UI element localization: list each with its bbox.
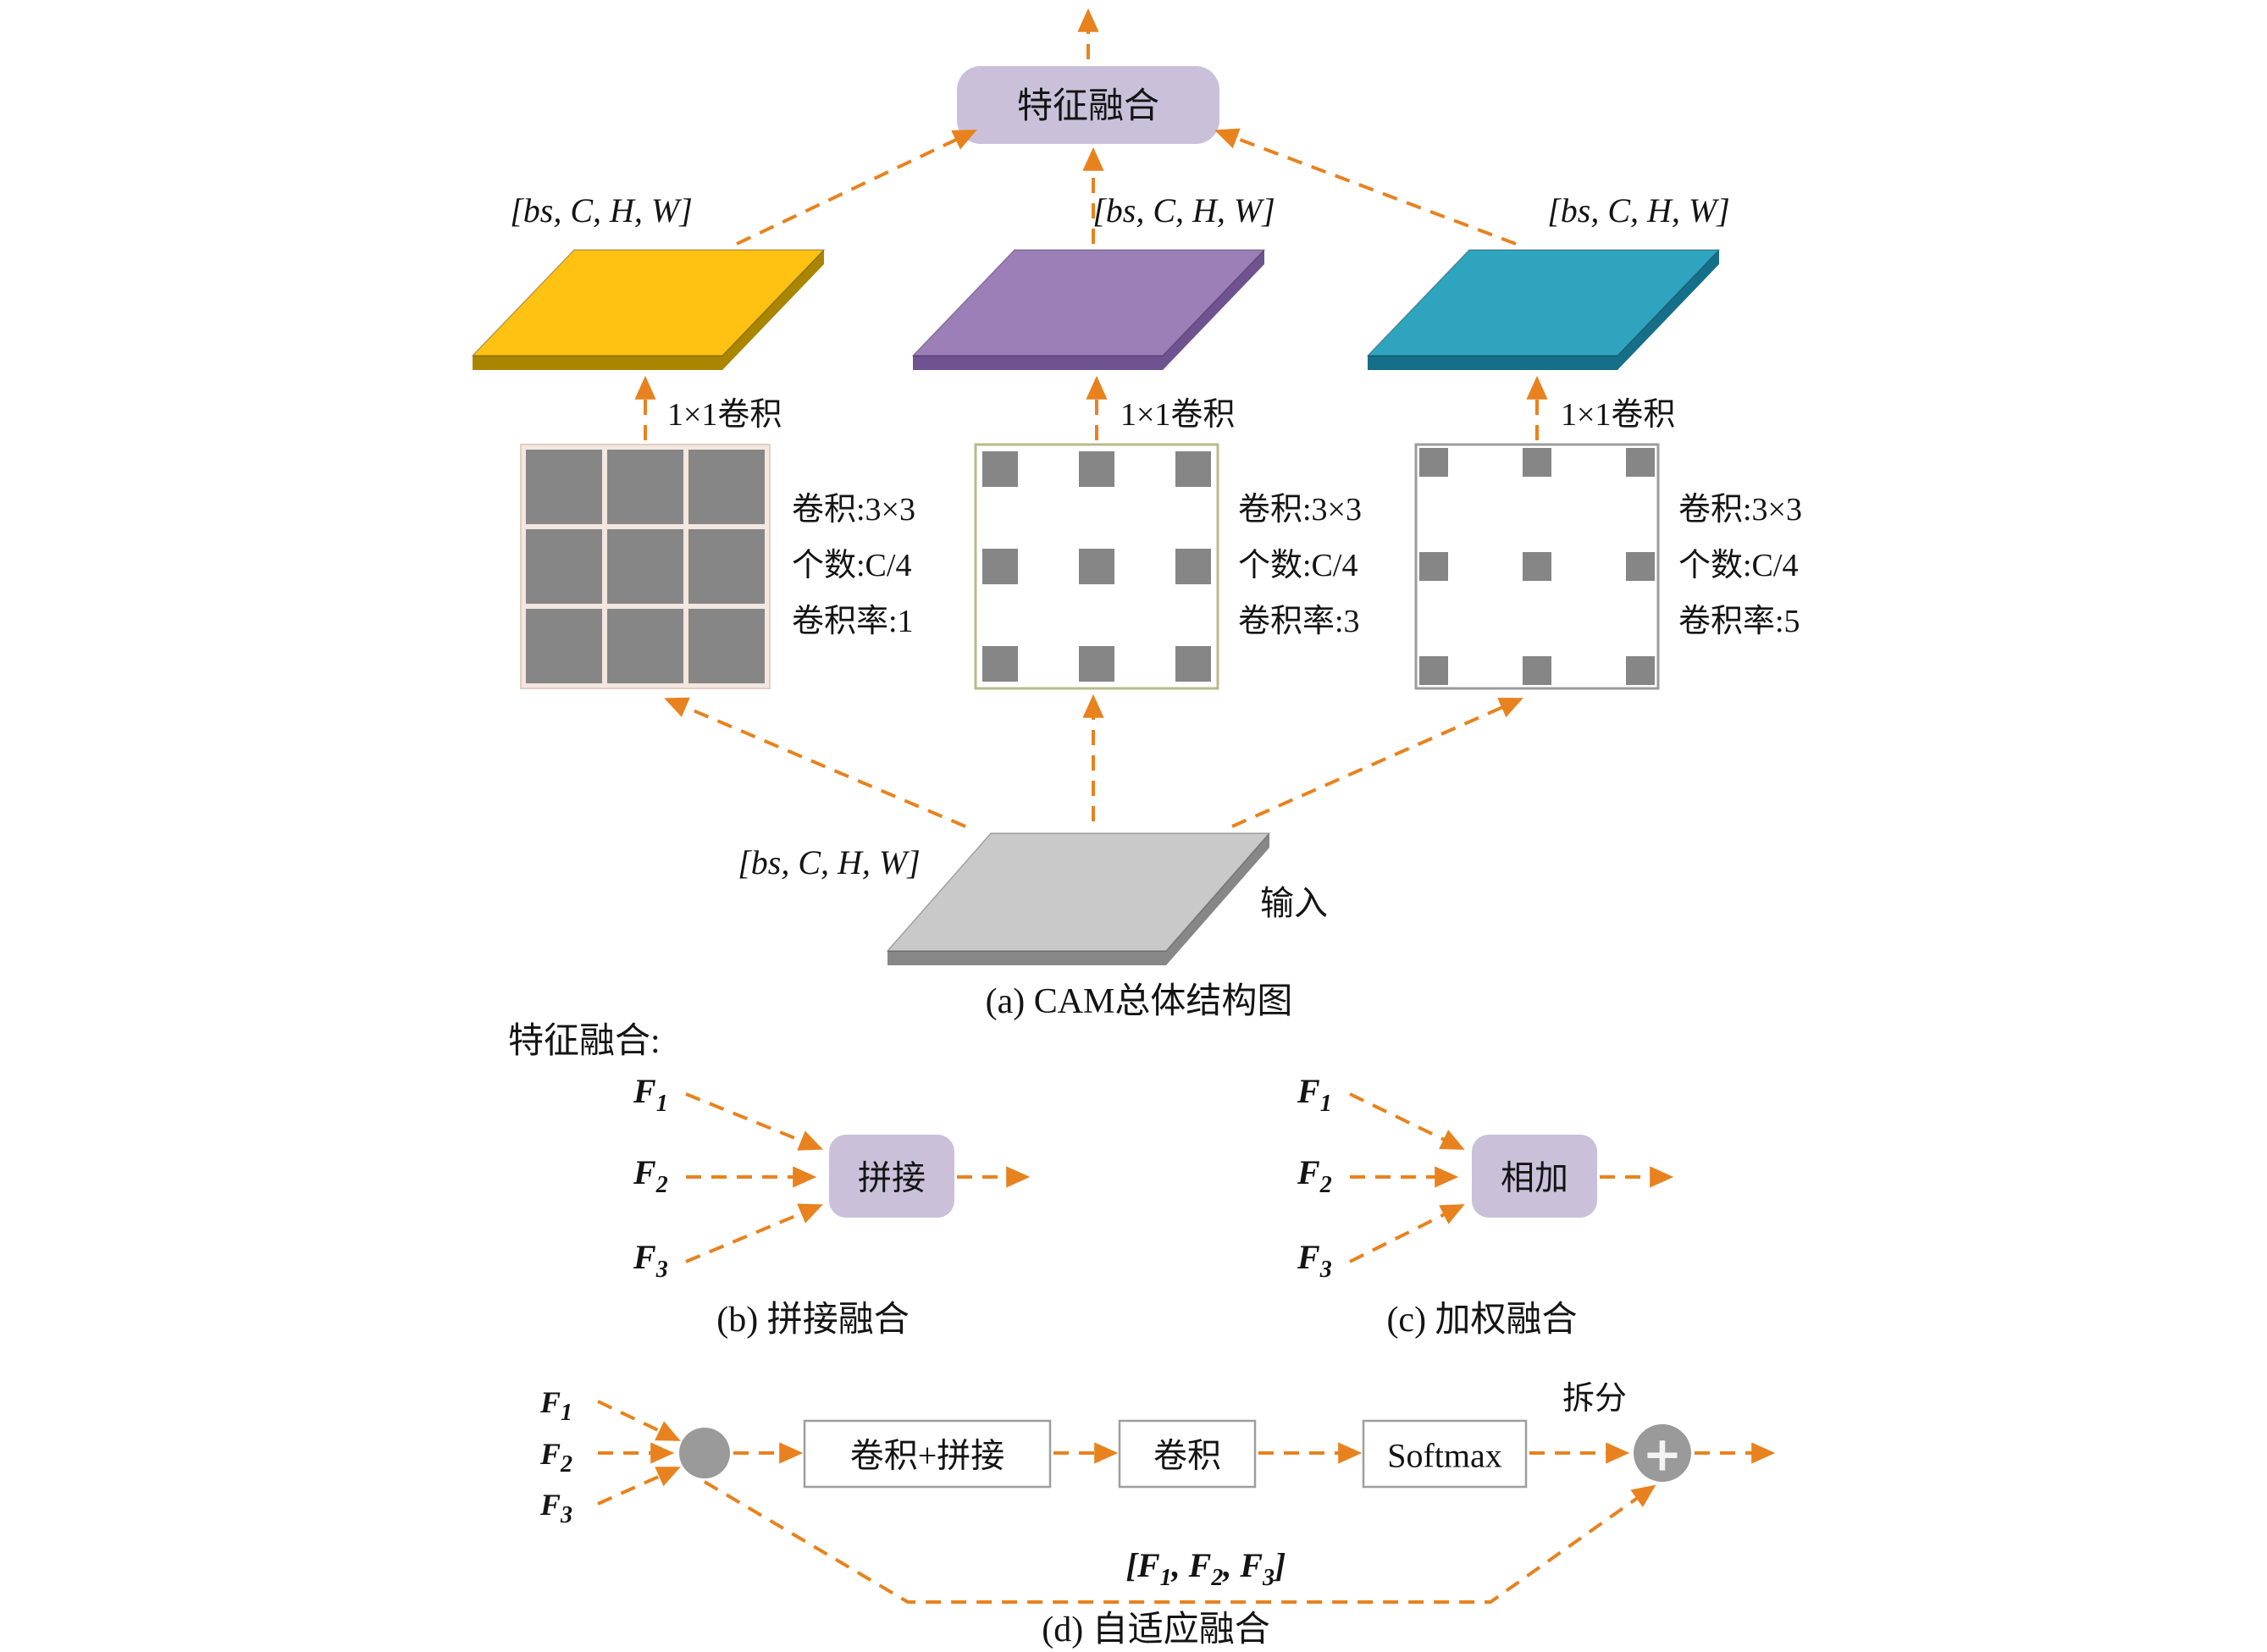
input-label: 输入 (1260, 884, 1328, 922)
conv-concat-box (803, 1419, 1052, 1489)
grid-cell (526, 450, 602, 524)
branch2-line1: 卷积:3×3 (1238, 492, 1362, 528)
feature-map-teal-side (1368, 250, 1719, 370)
plus-sign: + (1643, 1428, 1683, 1483)
conv-box (1118, 1419, 1257, 1489)
conv-label: 卷积 (1153, 1437, 1221, 1475)
conv1x1-label-left: 1×1卷积 (667, 397, 782, 433)
branch2-line2: 个数:C/4 (1238, 548, 1357, 583)
concat-box-label: 拼接 (858, 1159, 926, 1197)
grid-cell (1626, 656, 1655, 685)
arrow-f1-to-concat (685, 1092, 823, 1151)
branch1-line1: 卷积:3×3 (792, 492, 915, 528)
input-slab (886, 832, 1271, 952)
branch2-line3: 卷积率:3 (1238, 604, 1360, 639)
feature-map-teal (1366, 249, 1721, 356)
grid-cell (688, 609, 765, 683)
feature-fusion-box (957, 66, 1219, 144)
grid-cell (1626, 552, 1655, 581)
grid-cell (1523, 448, 1551, 477)
arrow-input-to-grid3 (1231, 698, 1523, 828)
arrow-f1-to-merge (597, 1400, 681, 1441)
conv1x1-label-right: 1×1卷积 (1561, 397, 1675, 433)
grid-cell (526, 529, 602, 604)
conv-grid-dilation-1 (520, 444, 771, 689)
arrow-teal-to-fusion (1214, 128, 1517, 246)
feature-map-yellow-side (473, 250, 824, 370)
f2-label-c: F2 (1297, 1153, 1332, 1198)
softmax-box (1362, 1419, 1528, 1489)
f3-label-b: F3 (633, 1238, 668, 1283)
caption-c: (c) 加权融合 (1386, 1301, 1577, 1340)
merge-node (679, 1428, 730, 1478)
branch1-line2: 个数:C/4 (792, 548, 911, 583)
add-box-label: 相加 (1501, 1159, 1568, 1197)
f1-label-c: F1 (1297, 1072, 1332, 1117)
sum-node (1634, 1424, 1691, 1482)
grid-cell (1626, 448, 1655, 477)
feature-map-purple (911, 249, 1266, 356)
grid-cell (1079, 646, 1114, 682)
grid-cell (1175, 451, 1211, 487)
conv-grid-dilation-5 (1414, 443, 1660, 690)
arrow-f3-to-add (1349, 1204, 1465, 1263)
arrow-input-to-grid1 (664, 697, 966, 828)
f1-label-b: F1 (633, 1072, 668, 1117)
split-label: 拆分 (1562, 1381, 1627, 1417)
arrow-yellow-to-fusion (736, 130, 977, 246)
branch3-line2: 个数:C/4 (1678, 548, 1798, 583)
tensor-label-purple: [bs, C, H, W] (1092, 191, 1275, 229)
branch1-line3: 卷积率:1 (792, 604, 914, 639)
conv-concat-label: 卷积+拼接 (850, 1437, 1005, 1475)
grid-cell (1175, 549, 1211, 584)
grid-cell (982, 549, 1018, 584)
concat-box (829, 1135, 954, 1218)
arrow-f3-to-concat (685, 1203, 823, 1263)
grid-cell (1419, 448, 1448, 477)
tensor-label-teal: [bs, C, H, W] (1547, 191, 1730, 229)
feature-map-purple-side (913, 250, 1264, 370)
arrow-skip-connection (703, 1480, 1656, 1604)
grid-cell (982, 646, 1018, 682)
tensor-label-yellow: [bs, C, H, W] (510, 191, 693, 229)
input-slab-side (887, 833, 1269, 965)
branch3-line1: 卷积:3×3 (1678, 492, 1802, 528)
conv-grid-dilation-3 (974, 443, 1219, 690)
f1-label-d: F1 (539, 1385, 572, 1426)
grid-cell (1523, 656, 1551, 685)
grid-cell (688, 529, 765, 604)
arrow-f1-to-add (1349, 1092, 1465, 1150)
grid-cell (526, 609, 602, 683)
caption-a: (a) CAM总体结构图 (986, 982, 1293, 1021)
grid-cell (1419, 656, 1448, 685)
grid-cell (688, 450, 765, 524)
softmax-label: Softmax (1387, 1437, 1502, 1475)
fusion-section-title: 特征融合: (508, 1022, 661, 1061)
add-box (1472, 1135, 1597, 1218)
grid-cell (607, 529, 683, 604)
grid-cell (1419, 552, 1448, 581)
grid-cell (1523, 552, 1551, 581)
grid-cell (1079, 549, 1114, 584)
caption-d: (d) 自适应融合 (1042, 1610, 1269, 1649)
feature-fusion-label: 特征融合 (1017, 87, 1159, 126)
grid-cell (1175, 646, 1211, 682)
grid-cell (607, 450, 683, 524)
conv1x1-label-middle: 1×1卷积 (1120, 397, 1235, 433)
f2-label-b: F2 (633, 1153, 668, 1198)
branch3-line3: 卷积率:5 (1678, 604, 1800, 639)
grid-cell (607, 609, 683, 683)
arrow-f3-to-merge (597, 1467, 681, 1506)
f3-label-d: F3 (539, 1488, 572, 1528)
grid-cell (982, 451, 1018, 487)
grid-cell (1079, 451, 1114, 487)
f2-label-d: F2 (539, 1437, 572, 1478)
caption-b: (b) 拼接融合 (716, 1301, 909, 1340)
f3-label-c: F3 (1297, 1238, 1332, 1283)
skip-bracket-label: [F1, F2, F3] (1126, 1546, 1286, 1591)
feature-map-yellow (471, 249, 826, 356)
tensor-label-input: [bs, C, H, W] (738, 843, 921, 881)
